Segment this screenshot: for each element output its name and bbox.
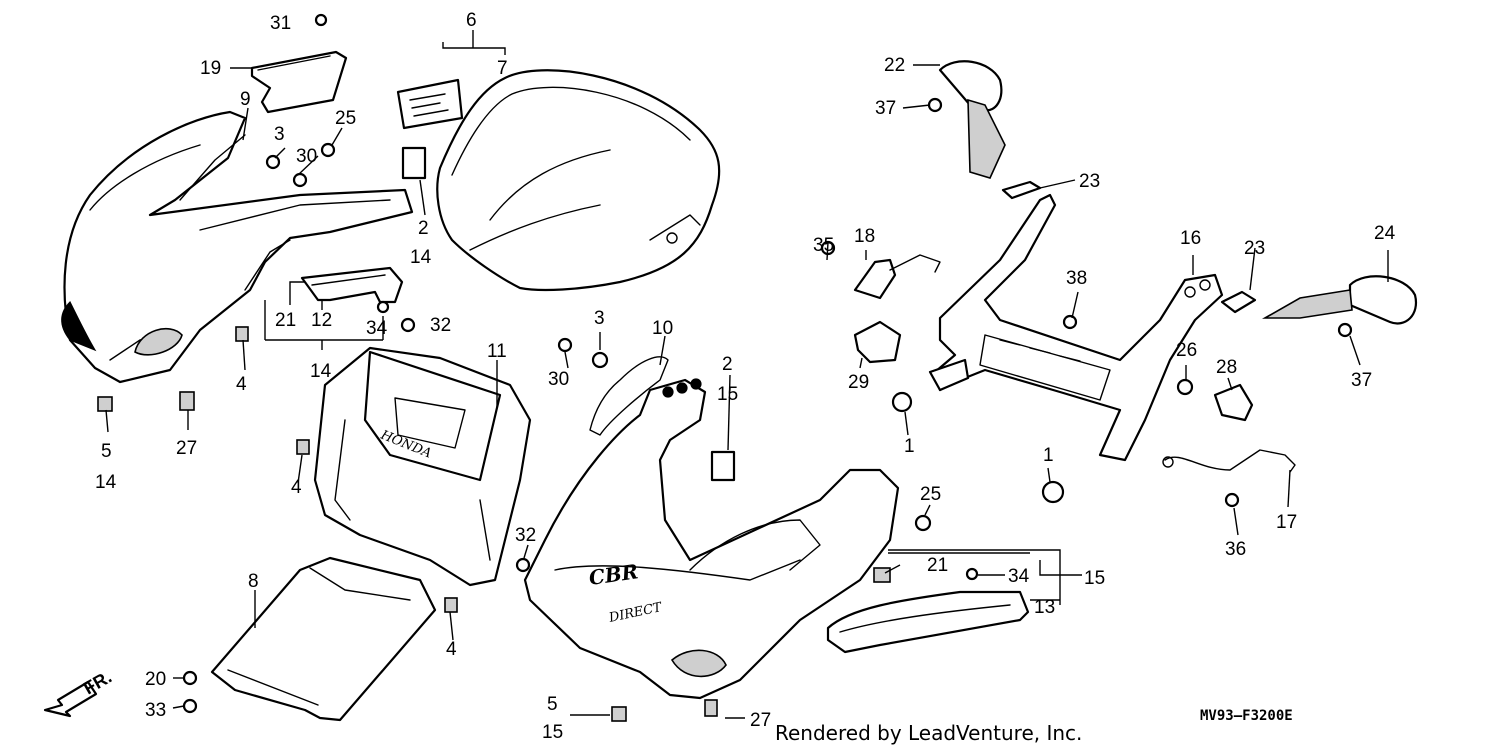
callout: 32 xyxy=(515,525,536,546)
mirror-right-part-24[interactable] xyxy=(1261,275,1418,325)
bracket-part-18[interactable] xyxy=(853,254,941,300)
lower-cowl-part-8[interactable] xyxy=(210,556,437,722)
callout: 3 xyxy=(274,124,285,145)
callout: 16 xyxy=(1180,228,1201,249)
callout: 37 xyxy=(875,98,896,119)
diagram-code: MV93–F3200E xyxy=(1200,708,1293,724)
mirror-left-part-22[interactable] xyxy=(938,60,1006,179)
callout: 4 xyxy=(446,639,457,660)
callout: 27 xyxy=(750,710,771,731)
callout: 5 xyxy=(101,441,112,462)
cowl-inner-bracket-part-19[interactable] xyxy=(250,50,348,114)
render-credit: Rendered by LeadVenture, Inc. xyxy=(775,721,1082,745)
leader-lines xyxy=(105,30,1389,719)
upper-cowl-part-9[interactable] xyxy=(61,110,414,384)
callout: 25 xyxy=(920,484,941,505)
callout: 32 xyxy=(430,315,451,336)
callout: 21 xyxy=(275,310,296,331)
callout: 35 xyxy=(813,235,834,256)
callout: 8 xyxy=(248,571,259,592)
callout: 23 xyxy=(1244,238,1265,259)
callout: 3 xyxy=(594,308,605,329)
callout: 26 xyxy=(1176,340,1197,361)
callout: 27 xyxy=(176,438,197,459)
callout: 14 xyxy=(410,247,432,268)
meter-panel-part-12[interactable] xyxy=(300,266,404,304)
callout-labels: 31 6 19 7 9 3 25 30 2 14 21 12 34 32 14 … xyxy=(95,10,1396,743)
callout: 4 xyxy=(236,374,247,395)
callout: 15 xyxy=(542,722,563,743)
callout: 1 xyxy=(904,436,915,457)
lower-cover-part-13[interactable] xyxy=(826,590,1030,654)
callout: 7 xyxy=(497,58,508,79)
callout: 36 xyxy=(1225,539,1246,560)
callout: 1 xyxy=(1043,445,1054,466)
callout: 22 xyxy=(884,55,905,76)
wire-stay-part-17[interactable] xyxy=(1162,449,1296,473)
hardware-parts xyxy=(97,13,1353,722)
callout: 18 xyxy=(854,226,875,247)
callout: 33 xyxy=(145,700,166,721)
cowl-stay-part-16[interactable] xyxy=(928,193,1224,462)
callout: 30 xyxy=(548,369,569,390)
callout: 14 xyxy=(95,472,117,493)
callout: 14 xyxy=(310,361,332,382)
callout: 15 xyxy=(1084,568,1105,589)
callout: 11 xyxy=(487,341,507,362)
callout: 24 xyxy=(1374,223,1396,244)
callout: 21 xyxy=(927,555,948,576)
middle-cowl-part-10[interactable] xyxy=(523,356,900,700)
callout: 13 xyxy=(1034,597,1055,618)
callout: 34 xyxy=(1008,566,1030,587)
callout: 9 xyxy=(240,89,251,110)
callout: 34 xyxy=(366,318,388,339)
callout: 30 xyxy=(296,146,317,167)
callout: 37 xyxy=(1351,370,1372,391)
callout: 25 xyxy=(335,108,356,129)
callout: 4 xyxy=(291,477,302,498)
caution-label-part-6[interactable] xyxy=(396,78,464,130)
callout: 12 xyxy=(311,310,332,331)
callout: 31 xyxy=(270,13,291,34)
windscreen-part-7[interactable] xyxy=(436,69,721,292)
callout: 38 xyxy=(1066,268,1087,289)
front-direction-arrow-icon: FR. xyxy=(43,667,115,718)
callout: 29 xyxy=(848,372,869,393)
callout: 17 xyxy=(1276,512,1297,533)
callout: 20 xyxy=(145,669,166,690)
callout: 2 xyxy=(418,218,429,239)
inner-panel-part-11[interactable] xyxy=(313,346,532,587)
callout: 23 xyxy=(1079,171,1100,192)
callout: 28 xyxy=(1216,357,1237,378)
callout: 2 xyxy=(722,354,733,375)
callout: 6 xyxy=(466,10,477,31)
callout: 10 xyxy=(652,318,673,339)
callout: 15 xyxy=(717,384,738,405)
callout: 5 xyxy=(547,694,558,715)
callout: 19 xyxy=(200,58,221,79)
